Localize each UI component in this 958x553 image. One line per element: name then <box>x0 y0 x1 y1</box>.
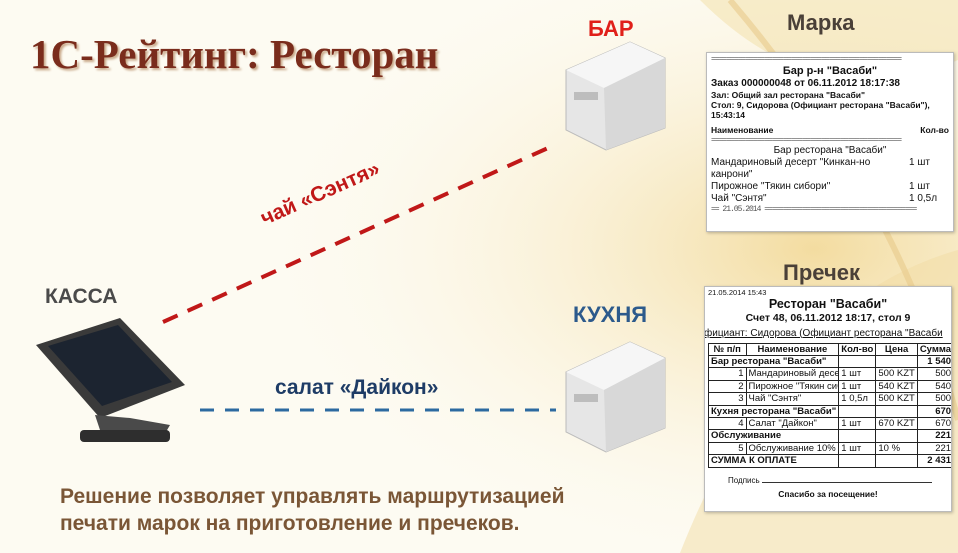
footer-line-1: Решение позволяет управлять маршрутизаци… <box>60 485 565 508</box>
row-sum: 670 <box>916 416 951 431</box>
column-header: Цена <box>875 342 918 357</box>
separator: ========================================… <box>711 55 902 64</box>
bar-label: БАР <box>588 16 634 41</box>
row-sum: 221 <box>916 441 951 456</box>
item-qty: 1 0,5л <box>909 193 938 205</box>
row-number: 3 <box>708 392 747 406</box>
signature-label: Подпись <box>728 475 760 485</box>
group-sum: 2 431 <box>916 454 951 468</box>
marka-hall: Зал: Общий зал ресторана "Васаби" <box>711 89 865 100</box>
page-title: 1С-Рейтинг: Ресторан <box>30 31 439 77</box>
row-sum: 500 <box>916 392 951 406</box>
group-sum: 1 540 <box>916 354 951 369</box>
bar-route-line <box>162 146 549 324</box>
bar-printer-icon <box>565 41 666 151</box>
group-name: Обслуживание <box>707 429 840 443</box>
group-name: Кухня ресторана "Васаби" <box>707 404 840 418</box>
precheck-label: Пречек <box>783 260 860 285</box>
item-name: Пирожное "Тякин сибори" <box>711 181 831 193</box>
row-price: 670 KZT <box>875 416 918 431</box>
column-header: Кол-во <box>838 342 877 357</box>
precheck-waiter: фициант: Сидорова (Официант ресторана "В… <box>704 327 943 339</box>
row-name: Салат "Дайкон" <box>745 416 840 431</box>
marka-group: Бар ресторана "Васаби" <box>773 145 887 157</box>
column-header: № п/п <box>708 342 747 357</box>
footer-line-2: печати марок на приготовление и пречеков… <box>60 512 520 535</box>
row-number: 2 <box>708 379 747 394</box>
precheck-restaurant: Ресторан "Васаби" <box>768 297 888 311</box>
separator: ========================================… <box>711 135 902 145</box>
row-sum: 540 <box>916 379 951 394</box>
item-name: Мандариновый десерт "Кинкан-но канрони" <box>711 157 871 181</box>
row-name: Обслуживание 10% <box>745 441 840 456</box>
kitchen-printer-icon <box>565 341 666 453</box>
item-qty: 1 шт <box>909 181 930 193</box>
row-qty: 1 шт <box>838 367 877 381</box>
row-name: Пирожное "Тякин сибори" <box>745 379 840 394</box>
precheck-receipt: 21.05.2014 15:43 Ресторан "Васаби" Счет … <box>704 286 952 512</box>
group-sum: 670 <box>916 404 951 418</box>
row-price: 540 KZT <box>875 379 918 394</box>
precheck-datetime: 21.05.2014 15:43 <box>708 288 767 297</box>
row-qty: 1 шт <box>838 441 877 456</box>
row-price: 500 KZT <box>875 392 918 406</box>
row-number: 4 <box>708 416 747 431</box>
row-price: 500 KZT <box>875 367 918 381</box>
marka-header: Бар р-н "Васаби" <box>782 64 878 77</box>
marka-footer: == 21.05.2014 ==========================… <box>711 205 917 215</box>
item-name: Чай "Сэнтя" <box>711 193 767 205</box>
col-qty: Кол-во <box>920 125 949 136</box>
column-header: Наименование <box>745 342 840 357</box>
kassa-label: КАССА <box>45 285 118 308</box>
item-qty: 1 шт <box>909 157 930 169</box>
row-qty: 1 0,5л <box>838 392 877 406</box>
row-price: 10 % <box>875 441 918 456</box>
marka-item: Чай "Сэнтя" 1 0,5л <box>711 193 949 205</box>
marka-label: Марка <box>787 10 855 35</box>
kitchen-label: КУХНЯ <box>573 302 648 327</box>
col-name: Наименование <box>711 125 774 136</box>
group-sum: 221 <box>916 429 951 443</box>
row-number: 5 <box>708 441 747 456</box>
kitchen-route-item: салат «Дайкон» <box>275 376 439 399</box>
marka-item: Мандариновый десерт "Кинкан-но канрони" 1… <box>711 157 949 181</box>
cash-register-icon <box>36 318 185 442</box>
column-header: Сумма <box>916 342 951 357</box>
table-group-row: Обслуживание 221 <box>707 429 951 443</box>
group-name: СУММА К ОПЛАТЕ <box>707 454 840 468</box>
row-name: Мандариновый десерт "К <box>745 367 840 381</box>
table-group-row: Бар ресторана "Васаби" 1 540 <box>707 354 951 369</box>
marka-table: Стол: 9, Сидорова (Официант ресторана "В… <box>711 99 930 121</box>
row-qty: 1 шт <box>838 379 877 394</box>
group-name: Бар ресторана "Васаби" <box>707 354 840 369</box>
row-number: 1 <box>708 367 747 381</box>
marka-receipt: ========================================… <box>706 52 954 232</box>
row-name: Чай "Сэнтя" <box>745 392 840 406</box>
precheck-thanks: Спасибо за посещение! <box>778 489 878 500</box>
row-sum: 500 <box>916 367 951 381</box>
marka-order: Заказ 000000048 от 06.11.2012 18:17:38 <box>711 77 900 89</box>
table-group-row: Кухня ресторана "Васаби" 670 <box>707 404 951 418</box>
marka-item: Пирожное "Тякин сибори" 1 шт <box>711 181 949 193</box>
row-qty: 1 шт <box>838 416 877 431</box>
precheck-bill: Счет 48, 06.11.2012 18:17, стол 9 <box>745 312 911 324</box>
table-group-row: СУММА К ОПЛАТЕ 2 431 <box>707 454 951 468</box>
